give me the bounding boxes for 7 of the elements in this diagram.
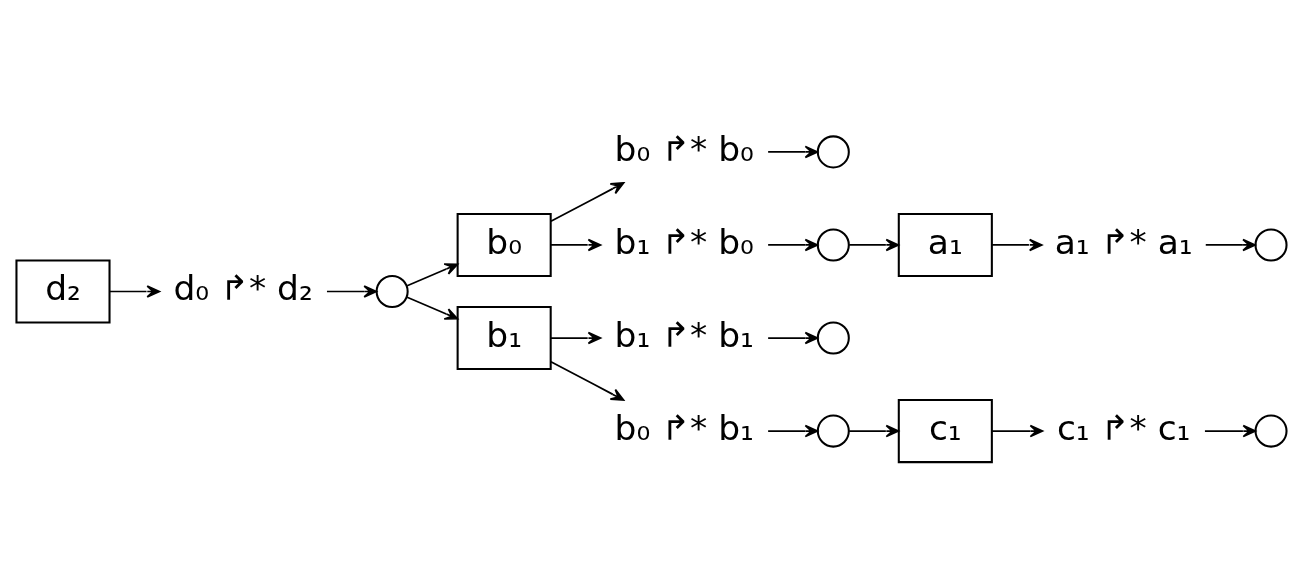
node-text: b₁ ↱* b₁ bbox=[614, 314, 754, 355]
node-text: d₀ ↱* d₂ bbox=[173, 268, 313, 309]
node-text: a₁ ↱* a₁ bbox=[1054, 221, 1193, 262]
node-text: b₀ ↱* b₀ bbox=[614, 128, 754, 169]
node-text: b₁ ↱* b₀ bbox=[614, 221, 754, 262]
node-text: b₀ ↱* b₁ bbox=[614, 407, 754, 448]
node-text: c₁ ↱* c₁ bbox=[1056, 407, 1191, 448]
